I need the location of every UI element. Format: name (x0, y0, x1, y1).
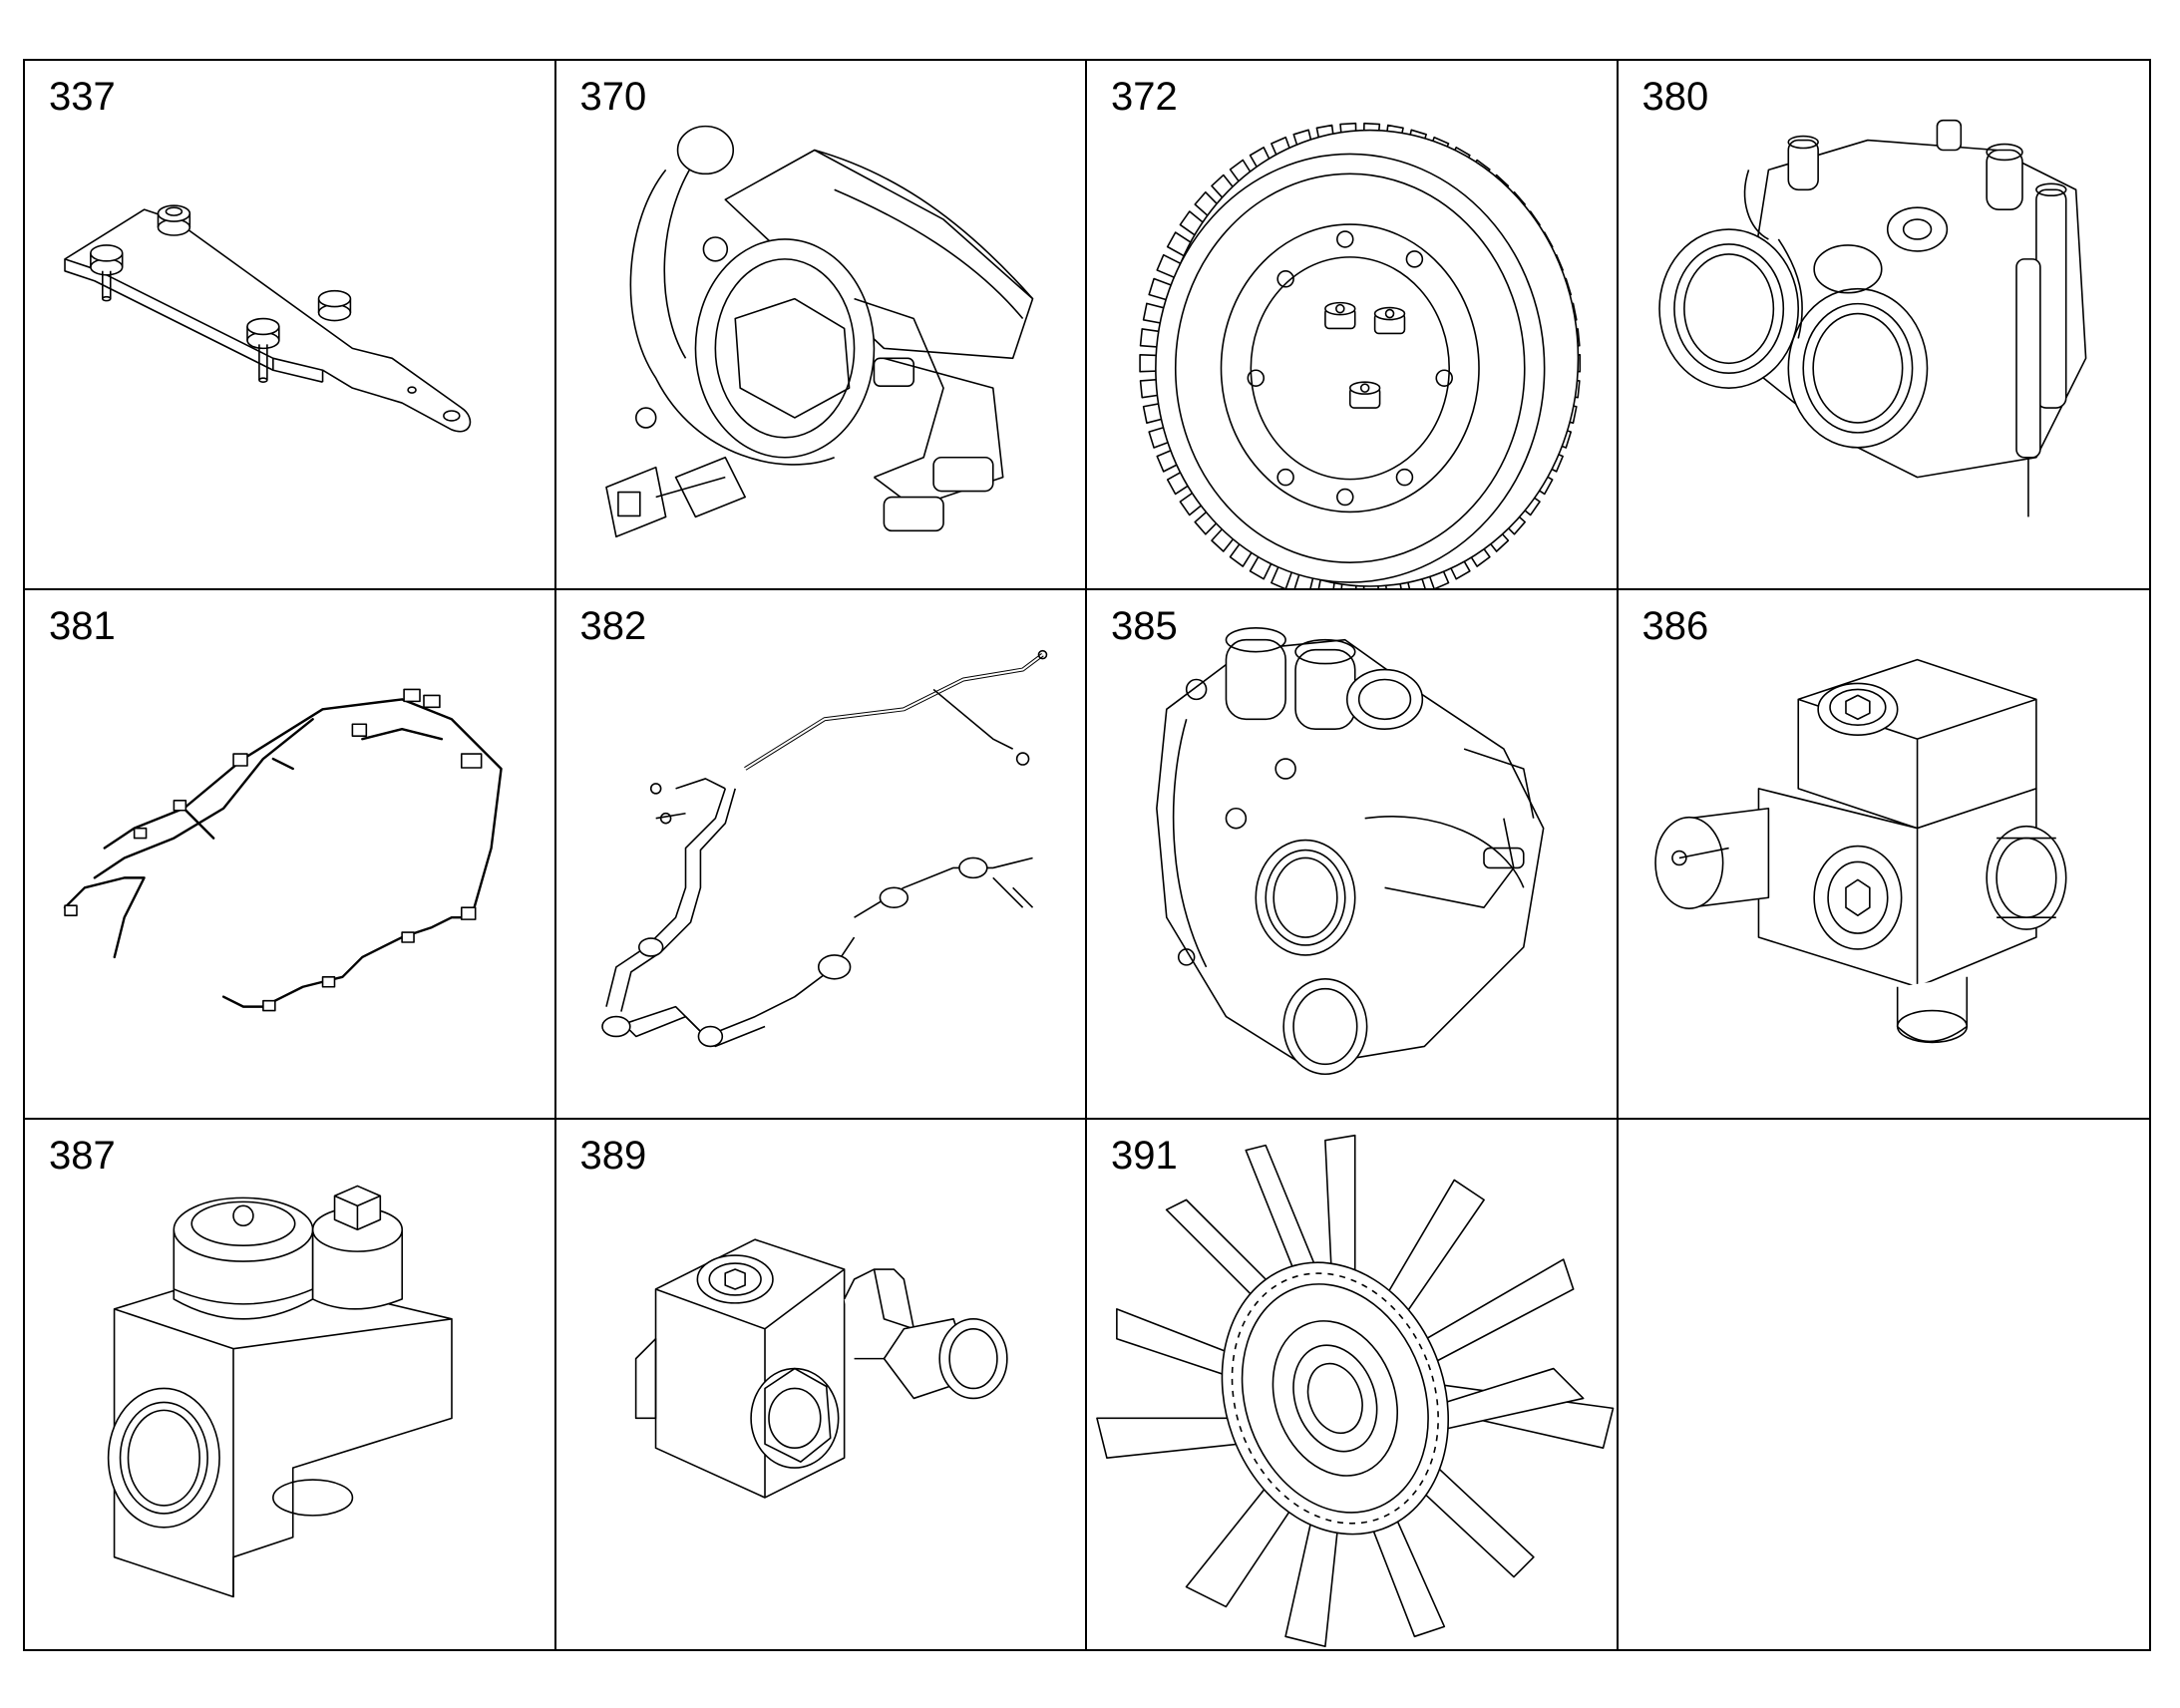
part-number: 387 (49, 1134, 116, 1178)
wiring-harness-icon (25, 590, 554, 1118)
part-number: 382 (579, 604, 647, 648)
valve-block-icon (1619, 590, 2150, 1118)
part-cell-372[interactable]: 372 (1087, 61, 1619, 590)
part-number: 337 (49, 75, 116, 119)
pump-housing-icon (1619, 61, 2150, 588)
elbow-fitting-icon (556, 1120, 1086, 1649)
part-number: 370 (579, 75, 647, 119)
part-cell-389[interactable]: 389 (556, 1120, 1087, 1649)
part-cell-387[interactable]: 387 (25, 1120, 556, 1649)
part-number: 380 (1641, 75, 1709, 119)
part-cell-385[interactable]: 385 (1087, 590, 1619, 1120)
hose-harness-icon (556, 590, 1086, 1118)
part-cell-337[interactable]: 337 (25, 61, 556, 590)
part-number: 372 (1111, 75, 1178, 119)
part-cell-370[interactable]: 370 (555, 61, 1087, 590)
empty-cell (1619, 1120, 2150, 1649)
part-number: 386 (1641, 604, 1709, 648)
part-number: 385 (1111, 604, 1178, 648)
water-pump-icon (1087, 590, 1617, 1118)
part-cell-381[interactable]: 381 (25, 590, 556, 1120)
mounting-bracket-icon (25, 61, 554, 588)
part-cell-386[interactable]: 386 (1618, 590, 2150, 1120)
part-number: 389 (579, 1134, 647, 1178)
fan-icon (1087, 1120, 1617, 1649)
air-compressor-icon (556, 61, 1086, 588)
part-number: 391 (1111, 1134, 1178, 1178)
thermostat-housing-icon (25, 1120, 554, 1649)
part-cell-382[interactable]: 382 (555, 590, 1087, 1120)
part-cell-391[interactable]: 391 (1087, 1120, 1619, 1649)
part-number: 381 (49, 604, 116, 648)
parts-grid: 337 370 (23, 59, 2151, 1651)
part-cell-380[interactable]: 380 (1618, 61, 2150, 590)
gear-wheel-icon (1087, 61, 1617, 588)
